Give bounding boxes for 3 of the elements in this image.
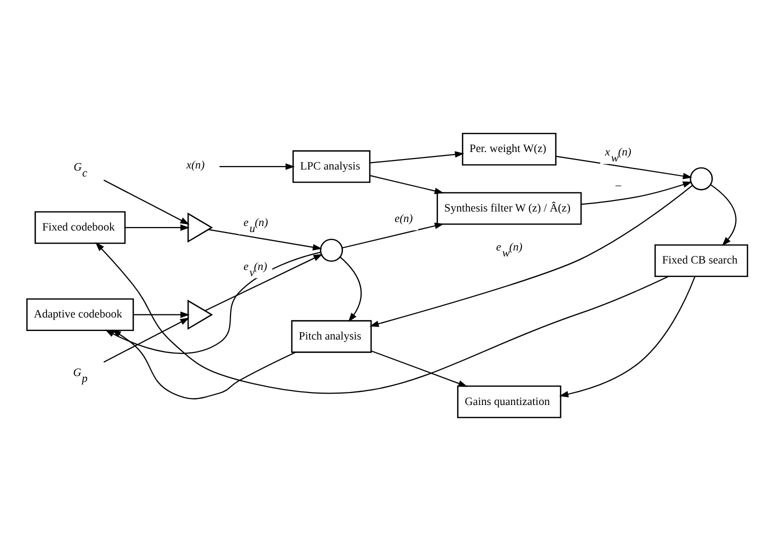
- edge-label: –: [615, 180, 622, 192]
- edge-label: e(n): [394, 212, 413, 225]
- node-text: x(n): [186, 160, 205, 172]
